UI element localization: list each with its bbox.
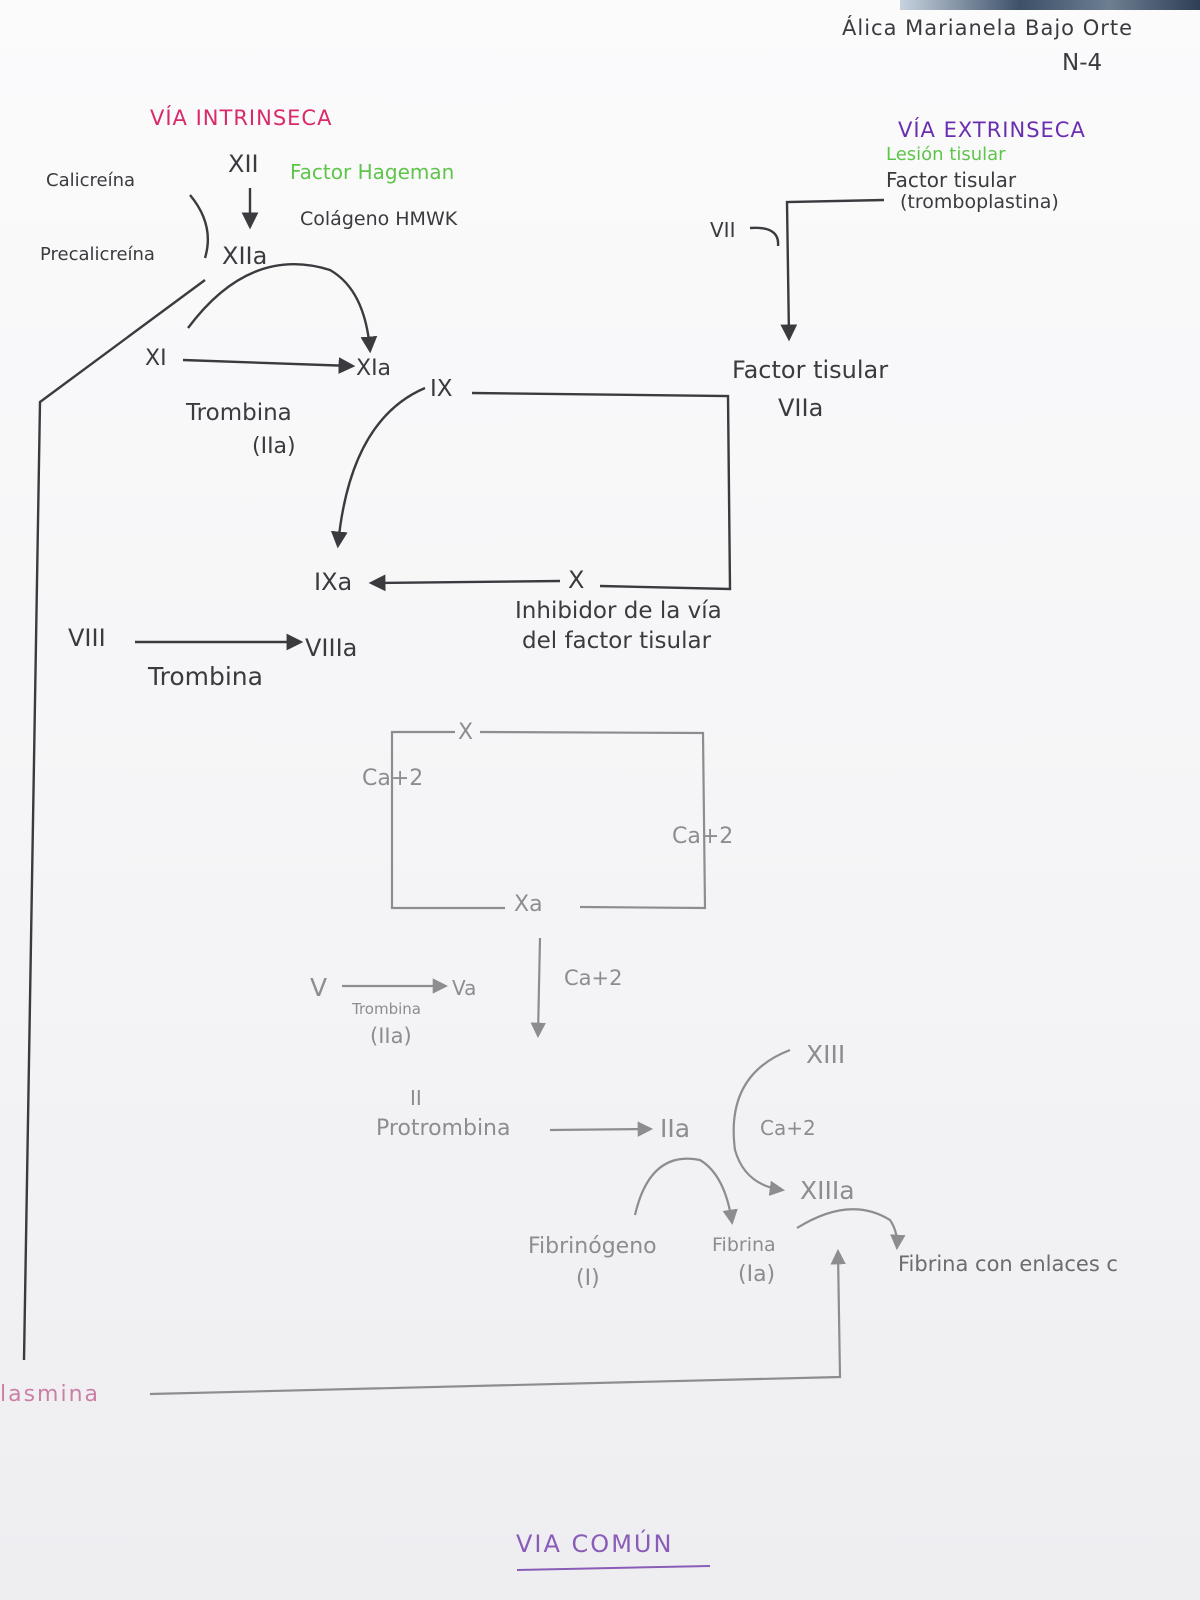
- label-factor-tisular-viia-1: Factor tisular: [732, 356, 889, 384]
- label-factor-tisular-viia-2: VIIa: [778, 394, 824, 422]
- author-name: Álica Marianela Bajo Orte: [842, 16, 1134, 40]
- label-xiiia: XIIIa: [800, 1176, 855, 1205]
- curve-calicreina: [189, 194, 209, 259]
- label-xi: XI: [145, 346, 167, 371]
- arrow-xa-down: [530, 937, 546, 1039]
- label-fibrinogeno-code: (I): [576, 1266, 600, 1291]
- label-ca-right: Ca+2: [672, 824, 734, 849]
- label-ca-down: Ca+2: [564, 966, 623, 990]
- line-xiia-plasmina: [22, 279, 206, 1361]
- label-xa: Xa: [514, 892, 543, 917]
- label-protrombina: Protrombina: [376, 1116, 511, 1141]
- arrow-xiia-xia: [187, 263, 378, 354]
- label-collagen-hmwk: Colágeno HMWK: [300, 208, 458, 230]
- label-viiia: VIIIa: [305, 634, 358, 662]
- arrow-x-ixa: [368, 574, 561, 592]
- label-v: V: [310, 973, 328, 1002]
- arrow-fibrinogeno-fibrina: [633, 1157, 738, 1226]
- label-inhibitor-2: del factor tisular: [522, 628, 712, 654]
- label-fibrina: Fibrina: [712, 1234, 776, 1256]
- arrow-xiii-xiiia: [732, 1048, 791, 1196]
- label-fibrina-code: (Ia): [738, 1262, 776, 1287]
- label-x-common: X: [458, 720, 474, 745]
- footer-underline: [516, 1565, 711, 1571]
- label-ii: II: [410, 1086, 422, 1110]
- label-calicreina: Calicreína: [46, 170, 136, 191]
- label-va: Va: [452, 976, 477, 1000]
- arrow-xi-xia: [182, 357, 356, 374]
- extrinsic-title: VÍA EXTRINSECA: [898, 118, 1086, 142]
- label-fibrinogeno: Fibrinógeno: [528, 1234, 657, 1259]
- label-v-trombina: Trombina: [352, 1000, 421, 1018]
- label-xii: XII: [228, 150, 259, 178]
- label-xiia: XIIa: [222, 242, 268, 270]
- label-viii-trombina: Trombina: [148, 662, 263, 691]
- label-fibrina-enlaces: Fibrina con enlaces c: [898, 1252, 1118, 1276]
- label-xiii: XIII: [806, 1040, 846, 1069]
- label-tromboplastina: (tromboplastina): [900, 191, 1059, 213]
- intrinsic-title: VÍA INTRINSECA: [150, 106, 333, 130]
- label-ca-left: Ca+2: [362, 766, 424, 791]
- curve-vii: [749, 226, 780, 247]
- label-ixa: IXa: [314, 568, 353, 596]
- arrow-protrombina-iia: [549, 1121, 654, 1137]
- label-x-extrinsic: X: [568, 566, 585, 594]
- label-trombina-code: (IIa): [252, 434, 296, 459]
- arrow-ix-ixa: [330, 386, 426, 549]
- label-factor-tisular-top: Factor tisular: [886, 168, 1017, 192]
- label-precalicreina: Precalicreína: [40, 244, 155, 265]
- label-lesion-tisular: Lesión tisular: [886, 144, 1006, 165]
- label-viii: VIII: [68, 624, 106, 652]
- footer-via-comun: VIA COMÚN: [516, 1530, 674, 1558]
- line-factor-tisular: [780, 198, 885, 342]
- line-ix-right: [471, 391, 732, 591]
- background-photo-corner: [900, 0, 1200, 10]
- label-ca-xiii: Ca+2: [760, 1116, 816, 1140]
- arrow-fibrina-enlaces: [796, 1208, 906, 1251]
- author-group: N-4: [1062, 50, 1103, 76]
- label-plasmina: lasmina: [0, 1382, 101, 1407]
- box-x-xa: [390, 730, 505, 910]
- label-v-trombina-code: (IIa): [370, 1024, 412, 1048]
- label-trombina: Trombina: [186, 400, 292, 426]
- box-x-xa-right: [479, 730, 707, 910]
- line-plasmina: [149, 1248, 846, 1396]
- label-factor-hageman: Factor Hageman: [290, 160, 455, 184]
- label-iia: IIa: [660, 1114, 691, 1143]
- label-inhibitor-1: Inhibidor de la vía: [515, 598, 722, 624]
- label-ix: IX: [430, 376, 453, 402]
- label-xia: XIa: [356, 356, 392, 381]
- label-vii: VII: [710, 218, 736, 242]
